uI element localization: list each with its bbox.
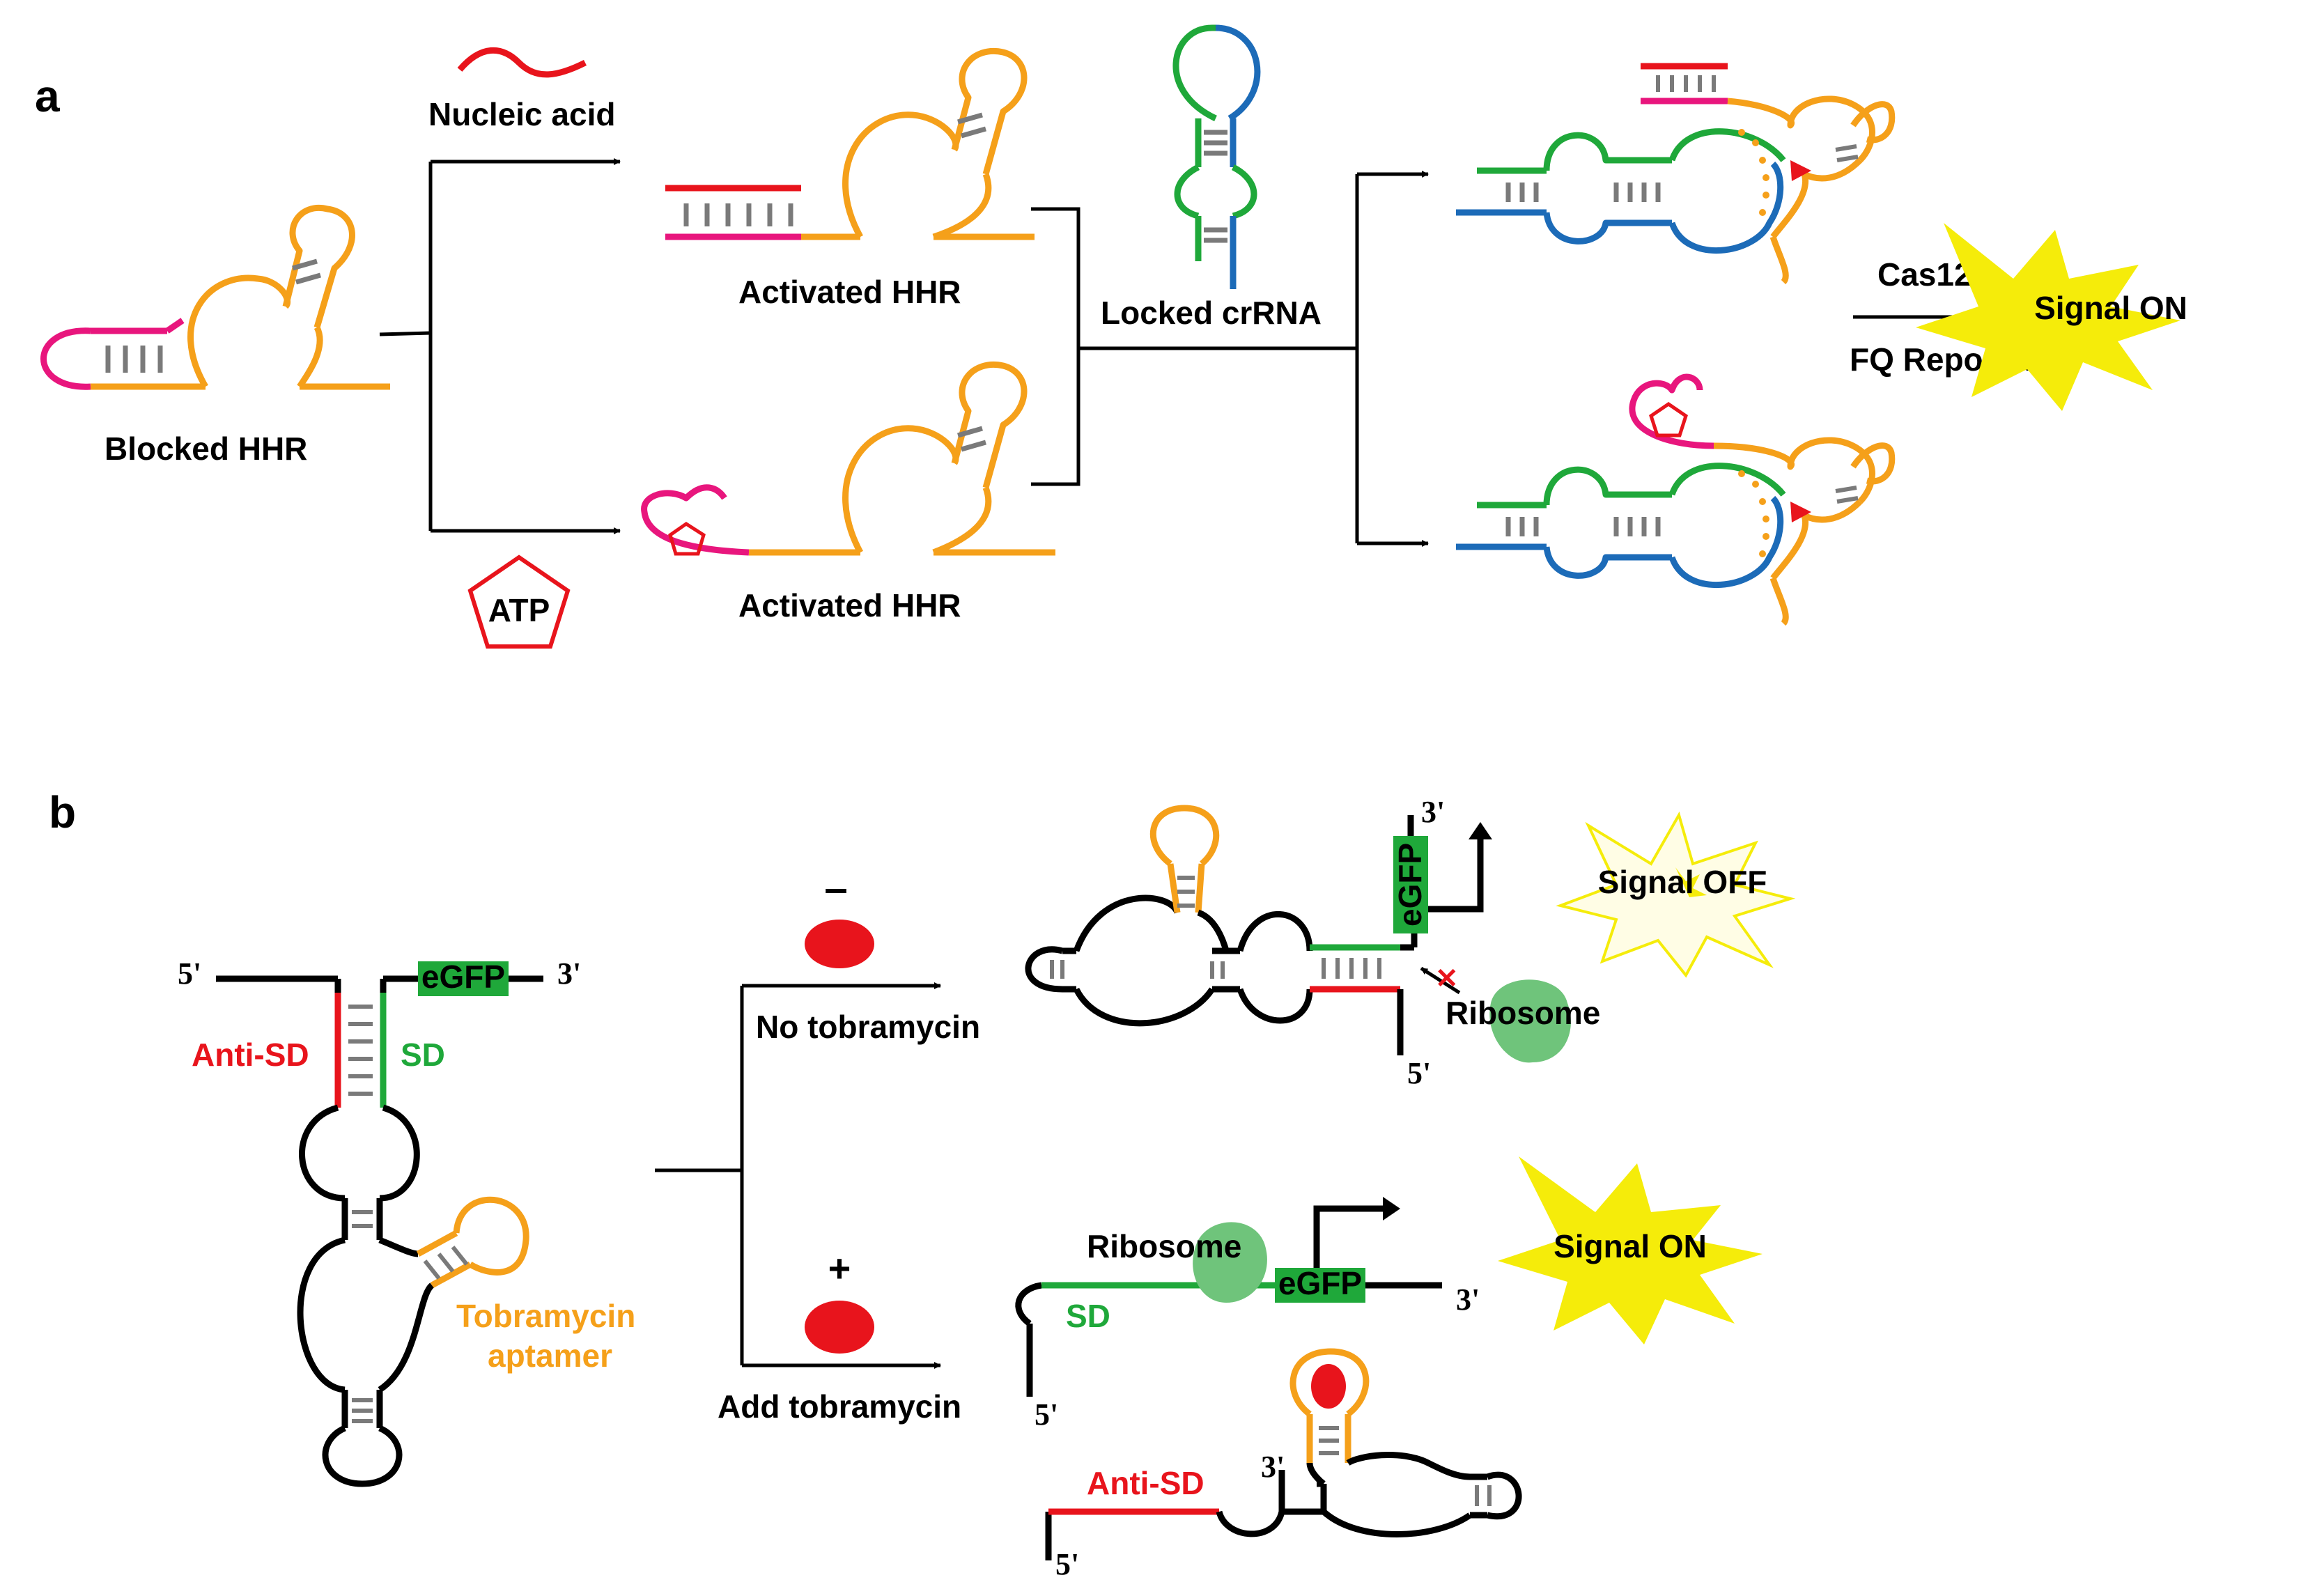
cas-complex-top: [1456, 63, 1896, 285]
panel-a-label: a: [35, 71, 60, 121]
locked-crrna-structure: [1172, 24, 1261, 289]
minus-sign: –: [824, 865, 847, 911]
riboswitch-structure: [216, 961, 543, 1487]
signal-on-label-a: Signal ON: [2034, 290, 2187, 326]
signal-on-label-b: Signal ON: [1554, 1228, 1707, 1264]
locked-crrna-label: Locked crRNA: [1101, 295, 1322, 331]
riboswitch-off-structure: [1025, 805, 1492, 1055]
nucleic-acid-strand: [457, 47, 587, 78]
activated-hhr-bottom: [641, 362, 1055, 556]
ribosome-label-off: Ribosome: [1446, 995, 1600, 1031]
egfp-label-left: eGFP: [421, 959, 505, 995]
tobramycin-molecule-minus: [805, 920, 874, 968]
three-prime-off: 3': [1421, 795, 1445, 829]
add-tobramycin-label: Add tobramycin: [718, 1388, 961, 1425]
activated-hhr-bottom-label: Activated HHR: [738, 587, 961, 623]
anti-sd-bound-structure: [1045, 1348, 1522, 1560]
egfp-label-on: eGFP: [1278, 1265, 1362, 1301]
ribosome-label-on: Ribosome: [1087, 1228, 1241, 1264]
atp-pentagon: [467, 555, 571, 649]
cas-complex-bottom: [1456, 373, 1896, 626]
blocked-x-mark: ✕: [1435, 963, 1459, 994]
panel-b-label: b: [49, 787, 76, 837]
tobramycin-label: Tobramycin: [456, 1298, 635, 1334]
egfp-label-off: eGFP: [1392, 843, 1428, 927]
three-prime-left: 3': [557, 956, 581, 991]
three-prime-bound: 3': [1261, 1450, 1285, 1484]
aptamer-label: aptamer: [488, 1338, 612, 1374]
tobramycin-molecule-plus: [805, 1301, 874, 1354]
signal-on-burst-a: [1916, 223, 2180, 411]
ribosome-blocked-arrow: [1420, 966, 1461, 995]
no-tobramycin-label: No tobramycin: [756, 1009, 980, 1045]
signal-on-burst-b: [1498, 1156, 1763, 1344]
activated-hhr-top-label: Activated HHR: [738, 274, 961, 310]
sd-label-left: SD: [401, 1037, 445, 1073]
anti-sd-label-bound: Anti-SD: [1087, 1465, 1204, 1501]
ribosome-off: [1489, 979, 1571, 1063]
anti-sd-label-left: Anti-SD: [192, 1037, 309, 1073]
atp-label: ATP: [488, 592, 550, 628]
blocked-hhr-label: Blocked HHR: [104, 431, 307, 467]
riboswitch-on-structure: [1015, 1197, 1442, 1397]
activated-hhr-top: [665, 48, 1035, 240]
nucleic-acid-label: Nucleic acid: [428, 96, 615, 132]
sd-label-on: SD: [1066, 1298, 1110, 1334]
five-prime-off: 5': [1407, 1056, 1431, 1090]
signal-off-burst: [1556, 811, 1796, 978]
signal-off-label: Signal OFF: [1598, 864, 1767, 900]
five-prime-on: 5': [1035, 1397, 1058, 1432]
three-prime-on: 3': [1456, 1282, 1480, 1317]
blocked-hhr-structure: [40, 205, 390, 390]
five-prime-bound: 5': [1055, 1547, 1079, 1581]
plus-sign: +: [828, 1246, 851, 1290]
five-prime-left: 5': [178, 956, 201, 991]
